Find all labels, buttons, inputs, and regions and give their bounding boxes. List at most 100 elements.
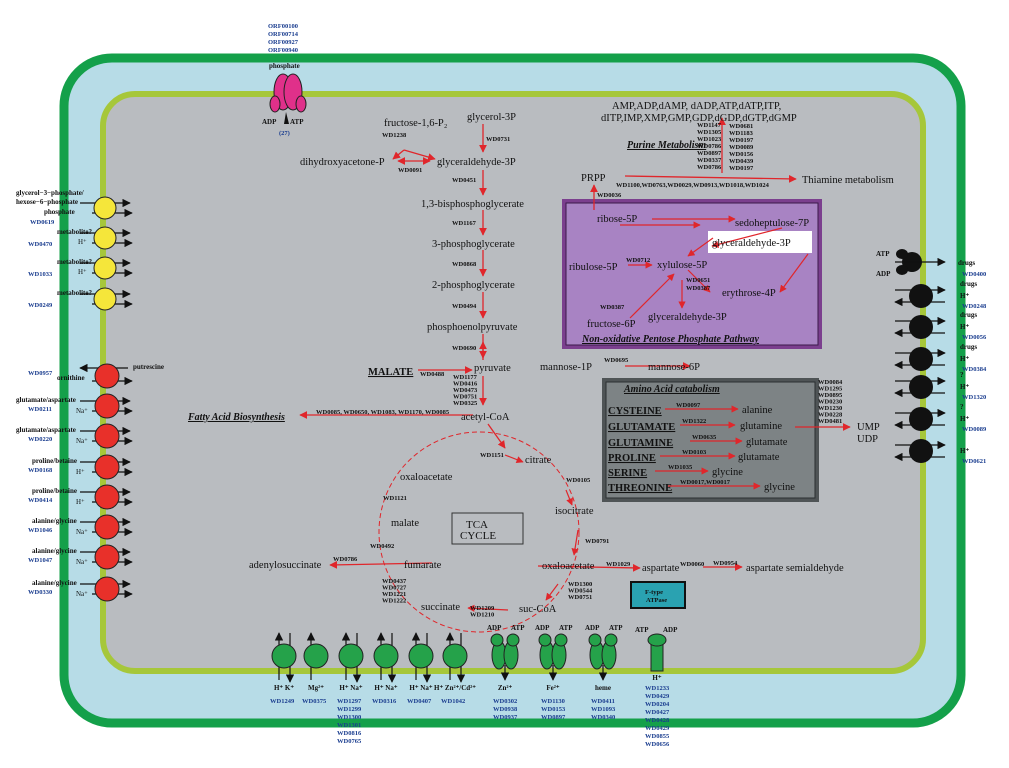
abc-transporter	[604, 633, 618, 647]
transporter-label: metabolite?	[57, 258, 92, 266]
abc-transporter	[490, 633, 504, 647]
black-transporter	[909, 375, 933, 399]
gene-wd0451: WD0451	[452, 177, 476, 184]
aa-source: GLUTAMINE	[608, 438, 673, 449]
transporter-gene: WD0957	[28, 370, 53, 377]
transporter-label: proline/betaine	[32, 457, 77, 465]
gene-wd0731: WD0731	[486, 136, 510, 143]
gene-wd0868: WD0868	[452, 261, 477, 268]
pg3: 3-phosphoglycerate	[432, 239, 515, 250]
transporter-gene: WD0249	[28, 302, 53, 309]
abc-transporter	[554, 633, 568, 647]
purine-title: Purine Metabolism	[627, 140, 706, 151]
aspartate-semialdehyde: aspartate semialdehyde	[746, 563, 844, 574]
purine-products-1: AMP,ADP,dAMP, dADP,ATP,dATP,ITP,	[612, 101, 781, 112]
atp-label: ATP	[559, 624, 573, 632]
gene-wd0488: WD0488	[420, 371, 445, 378]
transporter-ions: H⁺	[652, 674, 661, 682]
transporter-gene: WD0621	[962, 458, 986, 465]
aa-title: Amino Acid catabolism	[623, 384, 720, 395]
gene-wd0695: WD0695	[604, 357, 629, 364]
transporter-gene: WD0089	[962, 426, 987, 433]
black-transporter	[909, 439, 933, 463]
glycolysis-extra	[397, 117, 726, 360]
fab-genes: WD0085, WD0650, WD1083, WD1170, WD0085	[316, 409, 450, 416]
phosphate-adp: ADP	[262, 118, 277, 126]
transporter-label: hexose−6−phosphate	[16, 198, 78, 206]
atp-label: ATP	[635, 626, 649, 634]
transporter-label: glutamate/aspartate	[16, 426, 76, 434]
yellow-transporter	[93, 196, 117, 220]
fumarate: fumarate	[404, 560, 442, 571]
black-transporter	[909, 347, 933, 371]
gene-wd0690: WD0690	[452, 345, 476, 352]
gene-wd1151: WD1151	[480, 452, 504, 459]
transporter-ion: Na⁺	[76, 528, 88, 536]
left-red-transporters: putrescineornithineWD0957glutamate/aspar…	[16, 363, 164, 602]
green-transporter	[271, 643, 297, 669]
transporter-label: alanine/glycine	[32, 579, 77, 587]
green-transporter	[303, 643, 329, 669]
red-transporter	[94, 484, 120, 510]
phosphate-atp: ATP	[290, 118, 304, 126]
mannose-1p: mannose-1P	[540, 362, 592, 373]
transporter-gene: WD0400	[962, 271, 986, 278]
yellow-transporter	[93, 256, 117, 280]
oxaloacetate-top: oxaloacetate	[400, 472, 453, 483]
transporter-ion: H⁺	[76, 468, 85, 476]
gene-wd0712: WD0712	[626, 257, 650, 264]
yellow-transporter	[93, 226, 117, 250]
gene-wd0494: WD0494	[452, 303, 477, 310]
green-transporter	[373, 643, 399, 669]
abc-transporter	[588, 633, 602, 647]
gene-wd0651: WD0651	[686, 277, 710, 284]
red-transporter	[94, 423, 120, 449]
transporter-genes: WD0375	[302, 698, 327, 705]
tca-title-2: CYCLE	[460, 530, 496, 542]
tca-arrows	[467, 454, 579, 612]
transporter-gene: WD1047	[28, 557, 53, 564]
transporter-label: ornithine	[57, 374, 85, 382]
atpase-box	[630, 581, 686, 609]
gene-wd1121: WD1121	[383, 495, 407, 502]
transporter-ion: Na⁺	[76, 590, 88, 598]
transporter-genes: WD1042	[441, 698, 465, 705]
transporter-ions: Zn²⁺	[498, 684, 513, 692]
f-atpase-head	[647, 633, 667, 647]
transporter-genes: WD0407	[407, 698, 432, 705]
fructose-16p2: fructose-1,6-P₂	[384, 118, 448, 129]
transporter-ions: H⁺ Na⁺	[374, 684, 397, 692]
gene-wd0091: WD0091	[398, 167, 422, 174]
atp-label: ATP	[511, 624, 525, 632]
transporter-ion: Na⁺	[76, 558, 88, 566]
isocitrate: isocitrate	[555, 506, 594, 517]
fatty-acid-title: Fatty Acid Biosynthesis	[187, 412, 285, 423]
aa-gene: WD0097	[676, 402, 701, 409]
transporter-label: metabolite?	[57, 228, 92, 236]
glycerol-3p: glycerol-3P	[467, 112, 516, 123]
transporter-ion: H⁺	[960, 355, 969, 363]
aa-gene: WD1035	[668, 464, 693, 471]
transporter-label: drugs	[958, 259, 975, 267]
transporter-ions: H⁺ Zn²⁺/Cd²⁺	[434, 684, 476, 692]
green-transporter	[442, 643, 468, 669]
adp-label: ADP	[585, 624, 600, 632]
aa-gene: WD0635	[692, 434, 717, 441]
f-atpase-stalk	[650, 642, 664, 672]
transporter-gene: WD0384	[962, 366, 987, 373]
transporter-label: drugs	[960, 280, 977, 288]
yellow-transporter	[93, 287, 117, 311]
gene-wd0492: WD0492	[370, 543, 394, 550]
aa-source: THREONINE	[608, 483, 672, 494]
ump: UMP	[857, 422, 880, 433]
adp-label: ADP	[535, 624, 550, 632]
udp: UDP	[857, 434, 878, 445]
citrate: citrate	[525, 455, 552, 466]
